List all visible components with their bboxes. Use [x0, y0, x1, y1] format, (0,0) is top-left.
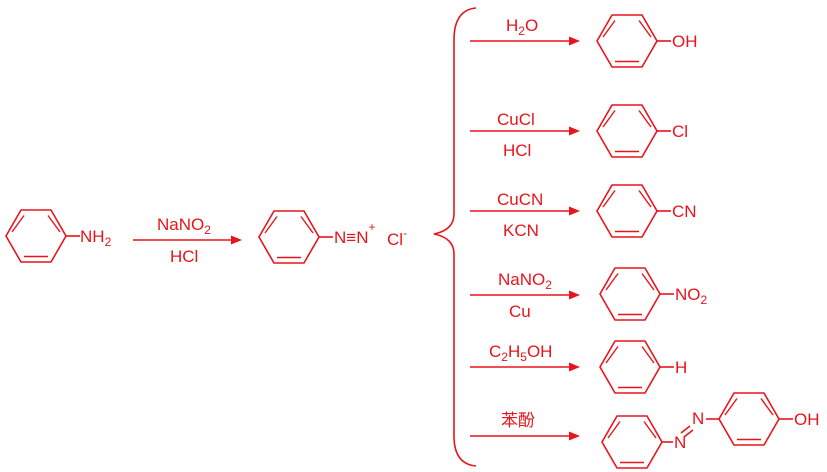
reagent-hcl: HCl: [503, 141, 531, 160]
amino-group: NH2: [80, 227, 112, 249]
reagent-nano2: NaNO2: [157, 215, 211, 237]
reaction-row-hydrolysis: H2O OH: [470, 14, 698, 68]
reaction-brace: [433, 7, 477, 467]
benzene-ring: [258, 210, 320, 264]
benzene-ring: [601, 415, 663, 469]
product-phenol-oh: OH: [672, 32, 698, 51]
reagent-hcl: HCl: [170, 247, 198, 266]
benzene-ring: [599, 267, 661, 321]
benzene-ring: [5, 209, 67, 263]
benzene-ring: [596, 184, 658, 238]
product-azo-oh: OH: [794, 410, 820, 429]
reaction-row-nitration: NaNO2 Cu NO2: [470, 267, 708, 321]
azo-nitrogen-1: N: [674, 433, 686, 452]
product-cyano: CN: [672, 202, 697, 221]
aniline-structure: NH2: [5, 209, 112, 263]
reaction-row-chlorination: CuCl HCl Cl: [470, 104, 688, 160]
diazonium-salt: N≡N+ Cl-: [258, 210, 407, 264]
reagent-water: H2O: [506, 16, 538, 38]
reaction-row-azo-coupling: 苯酚 N N OH: [470, 392, 820, 469]
reagent-ethanol: C2H5OH: [489, 342, 552, 364]
diazotization-arrow: NaNO2 HCl: [133, 215, 242, 266]
reaction-row-cyanation: CuCN KCN CN: [470, 184, 697, 240]
benzene-ring: [596, 14, 658, 68]
diazonium-group: N≡N+: [334, 220, 376, 247]
reagent-cu: Cu: [509, 302, 531, 321]
benzene-ring: [718, 392, 780, 446]
reagent-kcn: KCN: [503, 221, 539, 240]
product-hydrogen: H: [675, 358, 687, 377]
product-chloro: Cl: [672, 122, 688, 141]
reaction-row-reduction: C2H5OH H: [470, 340, 687, 394]
azo-nitrogen-2: N: [692, 409, 704, 428]
reagent-cucl: CuCl: [497, 110, 535, 129]
product-nitro: NO2: [675, 285, 708, 307]
benzene-ring: [596, 104, 658, 158]
reagent-nano2: NaNO2: [498, 270, 552, 292]
reagent-phenol: 苯酚: [501, 411, 535, 430]
chloride-counterion: Cl-: [387, 226, 407, 249]
benzene-ring: [599, 340, 661, 394]
reagent-cucn: CuCN: [497, 190, 543, 209]
